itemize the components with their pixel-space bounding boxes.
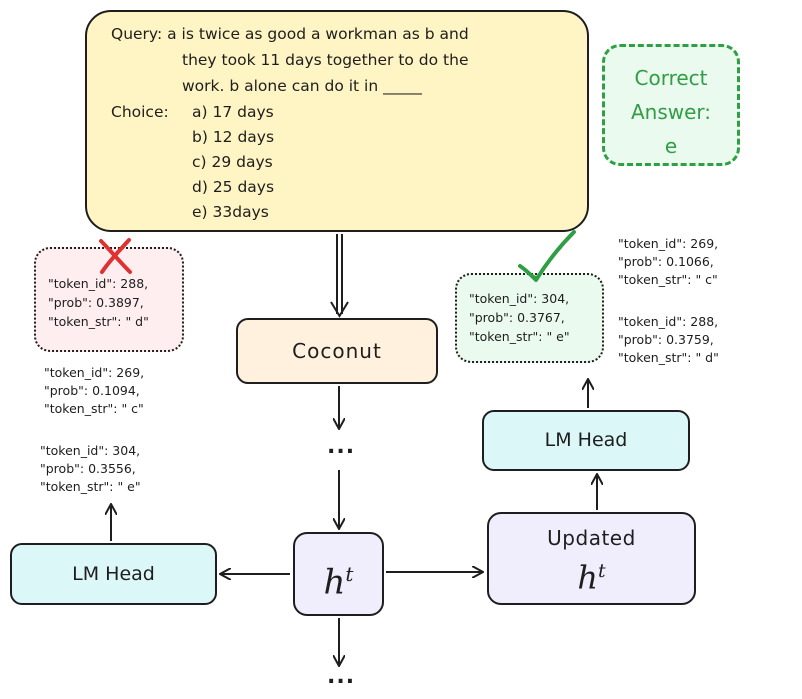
choice-c: c) 29 days <box>192 153 273 171</box>
query-line-1: Query: a is twice as good a workman as b… <box>111 25 469 43</box>
choice-label: Choice: <box>111 103 169 121</box>
right-token-c-prob: "prob": 0.1066, <box>618 254 714 269</box>
left-token-c-prob: "prob": 0.1094, <box>44 383 140 398</box>
right-token-c-id: "token_id": 269, <box>618 236 719 251</box>
choice-a: a) 17 days <box>192 103 274 121</box>
updated-hidden-state-node: Updated ht <box>487 512 696 605</box>
cross-icon <box>99 238 132 274</box>
right-token-d-str: "token_str": " d" <box>618 350 719 365</box>
right-token-id: "token_id": 304, <box>469 291 570 306</box>
query-line-3: work. b alone can do it in _____ <box>182 77 422 95</box>
choice-d: d) 25 days <box>192 178 275 196</box>
right-token-prob: "prob": 0.3767, <box>469 310 565 325</box>
updated-ht-sup: t <box>597 560 606 582</box>
correct-answer-line-3: e <box>664 134 678 158</box>
query-line-2: they took 11 days together to do the <box>182 51 469 69</box>
right-token-str: "token_str": " e" <box>469 329 570 344</box>
correct-answer-line-2: Answer: <box>630 100 712 124</box>
left-token-e-str: "token_str": " e" <box>40 479 141 494</box>
hidden-state-base: h <box>323 562 346 603</box>
lm-head-right: LM Head <box>482 410 690 471</box>
updated-label: Updated <box>547 526 636 550</box>
left-token-c-str: "token_str": " c" <box>44 401 144 416</box>
right-token-d-id: "token_id": 288, <box>618 314 719 329</box>
correct-answer-line-1: Correct <box>634 66 708 90</box>
right-token-d-prob: "prob": 0.3759, <box>618 332 714 347</box>
correct-answer-box: Correct Answer: e <box>602 44 740 166</box>
query-box: Query: a is twice as good a workman as b… <box>85 10 589 232</box>
arrow-query-to-coconut <box>330 234 349 318</box>
left-token-c-id: "token_id": 269, <box>44 365 145 380</box>
ellipsis-middle: ... <box>327 434 356 459</box>
wrong-token-str: "token_str": " d" <box>48 314 149 329</box>
updated-ht-base: h <box>577 558 598 597</box>
wrong-token-id: "token_id": 288, <box>48 276 149 291</box>
ellipsis-bottom: ... <box>327 664 356 689</box>
choice-b: b) 12 days <box>192 128 275 146</box>
choice-e: e) 33days <box>192 203 269 221</box>
lm-head-left: LM Head <box>10 543 217 605</box>
left-token-e-id: "token_id": 304, <box>40 443 141 458</box>
wrong-token-prob: "prob": 0.3897, <box>48 295 144 310</box>
correct-prediction-box: "token_id": 304, "prob": 0.3767, "token_… <box>455 273 604 363</box>
updated-ht: ht <box>489 552 694 597</box>
left-token-e-prob: "prob": 0.3556, <box>40 461 136 476</box>
checkmark-icon <box>518 230 576 282</box>
hidden-state-node: ht <box>293 532 384 616</box>
hidden-state-sup: t <box>345 562 354 586</box>
coconut-node: Coconut <box>236 318 438 384</box>
right-token-c-str: "token_str": " c" <box>618 272 718 287</box>
